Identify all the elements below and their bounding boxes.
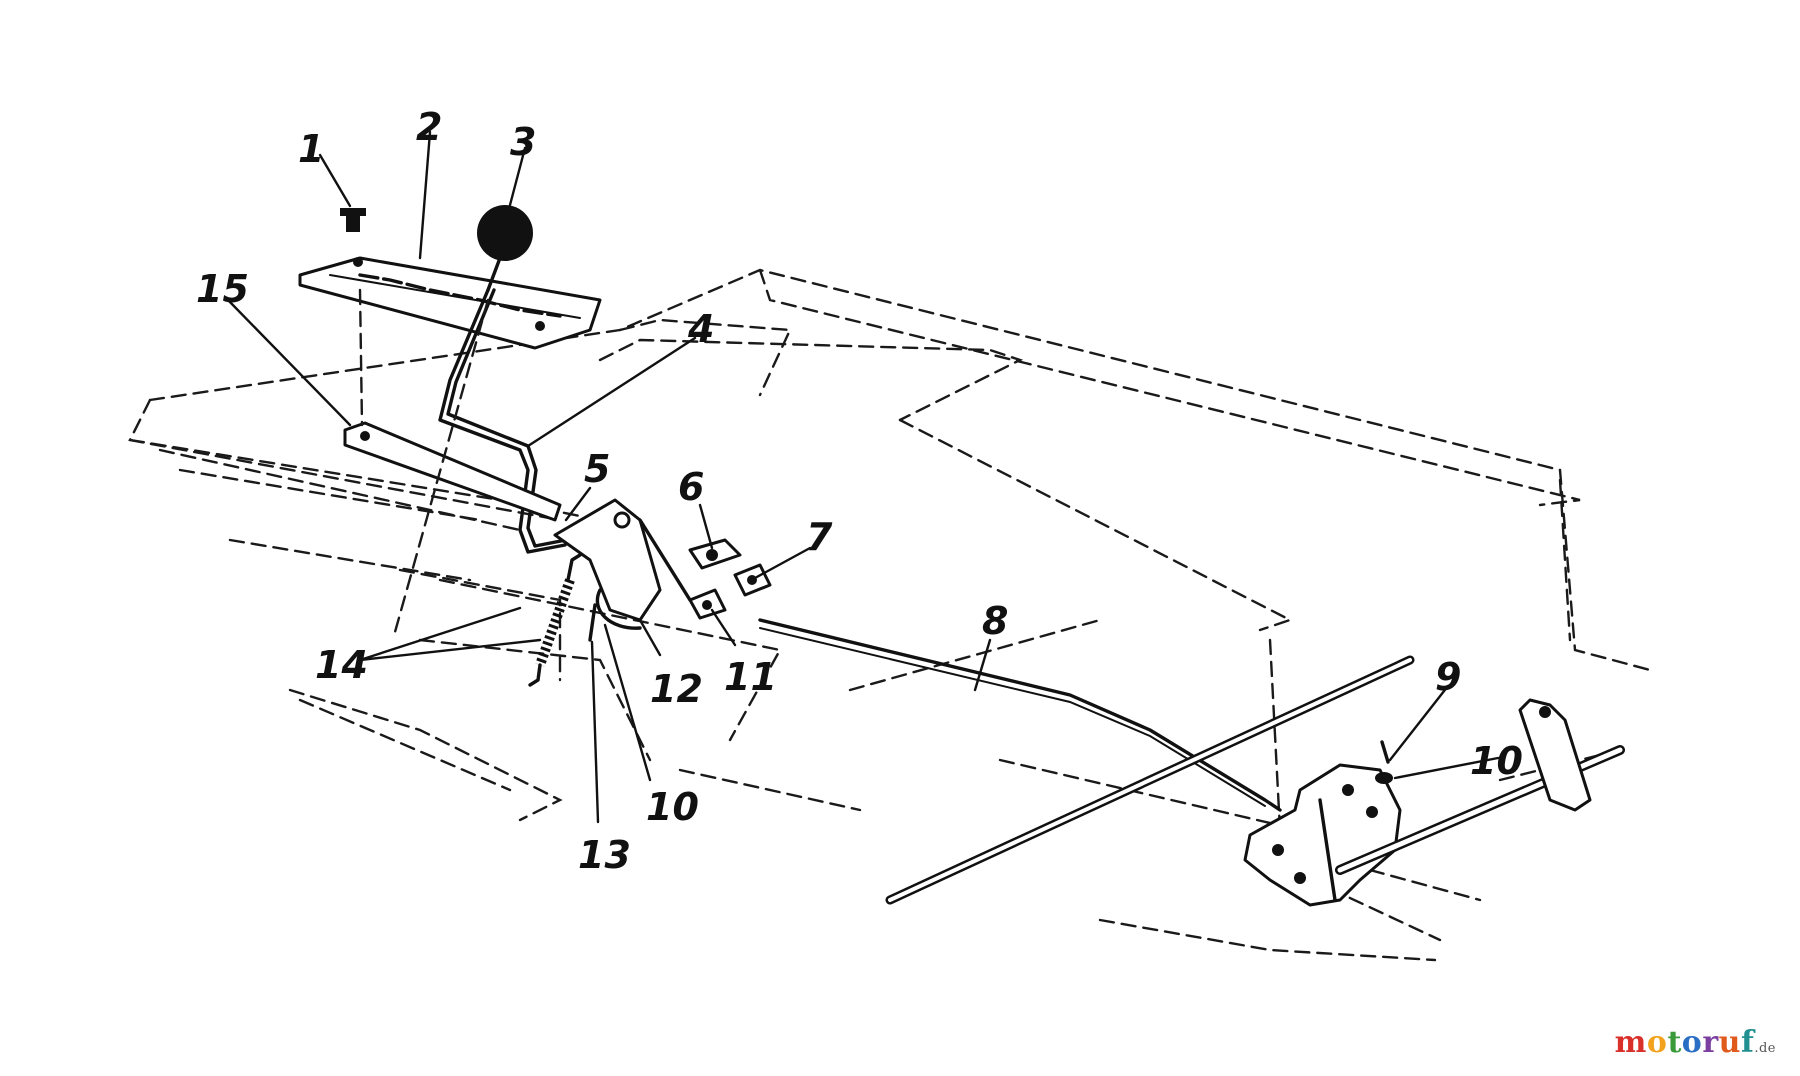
- callout-6: 6: [678, 465, 704, 509]
- callout-10-right: 10: [1470, 739, 1523, 783]
- callout-15: 15: [196, 267, 249, 311]
- watermark-letter: r: [1702, 1025, 1719, 1060]
- actuator-bracket: [1243, 763, 1402, 907]
- watermark-letter: t: [1667, 1025, 1682, 1060]
- link-plates: [638, 518, 772, 620]
- lever-bracket: [343, 288, 562, 634]
- watermark-letter: m: [1614, 1025, 1647, 1060]
- callout-7: 7: [806, 515, 833, 559]
- watermark-brand: motoruf: [1615, 1025, 1755, 1060]
- callout-11: 11: [724, 655, 777, 699]
- callout-5: 5: [584, 447, 610, 491]
- callout-3: 3: [510, 120, 536, 164]
- watermark-letter: o: [1646, 1025, 1668, 1060]
- callout-9: 9: [1435, 655, 1461, 699]
- hairpin-clip: [588, 588, 642, 642]
- shift-lever: [438, 288, 568, 554]
- callout-8: 8: [982, 599, 1008, 643]
- chassis-outline: [128, 268, 1652, 962]
- shift-knob: [477, 205, 533, 292]
- callout-labels: 1 2 3 4 5 6 7 8 9 10 11 12 13 14 15 10: [196, 105, 1523, 877]
- callout-1: 1: [298, 127, 324, 171]
- motoruf-logo: motoruf.de: [1615, 1025, 1776, 1060]
- spring: [528, 553, 582, 687]
- watermark-tld: .de: [1754, 1041, 1776, 1056]
- callout-14: 14: [315, 643, 368, 687]
- callout-13: 13: [578, 833, 631, 877]
- watermark-letter: o: [1681, 1025, 1703, 1060]
- cross-shaft: [885, 655, 1415, 905]
- control-rod: [758, 618, 1282, 812]
- pin-and-washer: [1375, 740, 1393, 784]
- callout-4: 4: [687, 307, 714, 351]
- pivot-bracket: [553, 498, 662, 622]
- watermark-letter: u: [1718, 1025, 1741, 1060]
- watermark-letter: f: [1740, 1025, 1755, 1060]
- output-shaft: [1335, 698, 1625, 875]
- bolt: [340, 208, 366, 232]
- leader-lines: [226, 130, 1500, 824]
- console-plate: [298, 256, 602, 350]
- callout-10-left: 10: [646, 785, 699, 829]
- callout-2: 2: [416, 105, 442, 149]
- callout-12: 12: [650, 667, 703, 711]
